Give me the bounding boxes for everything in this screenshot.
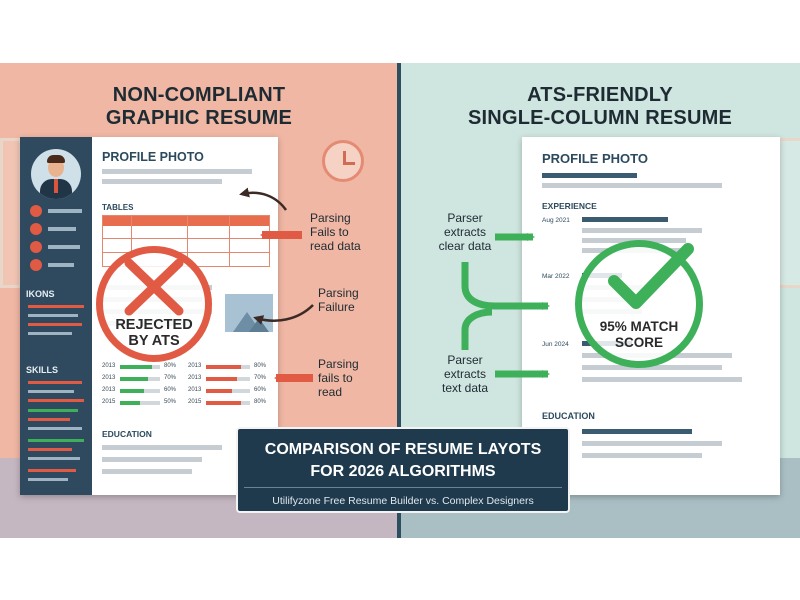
comparison-banner: COMPARISON OF RESUME LAYOTS FOR 2026 ALG… xyxy=(236,427,570,513)
contact-icon xyxy=(30,259,42,271)
skill-bar xyxy=(120,365,160,369)
left-title: NON-COMPLIANT GRAPHIC RESUME xyxy=(0,84,398,130)
skills-heading: SKILLS xyxy=(26,365,59,375)
experience-date: Jun 2024 xyxy=(542,341,569,348)
callout-line: Parser xyxy=(447,353,483,367)
match-line-2: SCORE xyxy=(614,335,663,350)
education-heading: EDUCATION xyxy=(542,411,595,421)
callout-line: Fails to xyxy=(310,225,349,239)
right-title-line-1: ATS-FRIENDLY xyxy=(527,84,673,106)
callout-line: text data xyxy=(441,381,489,395)
callout-image: Parsing Failure xyxy=(318,286,359,314)
left-title-line-2: GRAPHIC RESUME xyxy=(105,107,293,129)
callout-line: Parser xyxy=(447,211,483,225)
skill-year: 2013 xyxy=(102,387,116,393)
banner-title-line-2: FOR 2026 ALGORITHMS xyxy=(310,463,496,480)
match-label: 95% MATCH SCORE xyxy=(582,319,696,351)
rejected-line-1: REJECTED xyxy=(115,317,193,333)
avatar-icon xyxy=(31,149,81,199)
skill-bar xyxy=(206,401,250,405)
skill-pct: 60% xyxy=(254,387,267,393)
skill-bar xyxy=(120,401,160,405)
callout-line: clear data xyxy=(438,239,492,253)
contact-line xyxy=(48,263,74,267)
callout-parser-bottom: Parser extracts text data xyxy=(430,353,500,395)
callout-line: Parsing xyxy=(310,211,351,225)
skill-year: 2013 xyxy=(188,387,202,393)
tables-heading: TABLES xyxy=(102,203,134,212)
callout-line: extracts xyxy=(443,225,486,239)
contact-line xyxy=(48,209,82,213)
skill-pct: 80% xyxy=(164,363,177,369)
right-title-line-2: SINGLE-COLUMN RESUME xyxy=(468,107,732,129)
education-heading: EDUCATION xyxy=(102,429,152,439)
contact-icon xyxy=(30,205,42,217)
left-title-line-1: NON-COMPLIANT xyxy=(112,84,286,106)
skill-bar xyxy=(206,389,250,393)
skill-pct: 80% xyxy=(254,363,267,369)
arrow-icon xyxy=(461,262,550,310)
rejected-x-icon xyxy=(124,258,184,316)
right-title: ATS-FRIENDLY SINGLE-COLUMN RESUME xyxy=(400,84,800,130)
callout-line: Parsing xyxy=(318,357,359,371)
match-line-1: 95% MATCH xyxy=(599,319,679,334)
resume-sidebar: IKONS SKILLS xyxy=(20,137,92,495)
profile-photo-heading: PROFILE PHOTO xyxy=(542,151,648,166)
contact-line xyxy=(48,245,80,249)
checkmark-icon xyxy=(608,243,694,309)
callout-line: fails to xyxy=(318,371,353,385)
banner-title: COMPARISON OF RESUME LAYOTS FOR 2026 ALG… xyxy=(238,439,568,483)
skill-year: 2013 xyxy=(188,375,202,381)
banner-divider xyxy=(244,487,562,488)
callout-skills: Parsing fails to read xyxy=(318,357,359,399)
skill-bar xyxy=(206,377,250,381)
skill-pct: 60% xyxy=(164,387,177,393)
callout-line: read data xyxy=(310,239,361,253)
skill-pct: 80% xyxy=(254,399,267,405)
skill-bar xyxy=(120,389,160,393)
icons-heading: IKONS xyxy=(26,289,55,299)
callout-line: Failure xyxy=(318,300,355,314)
skill-year: 2015 xyxy=(188,399,202,405)
contact-icon xyxy=(30,223,42,235)
banner-subtitle: Utilifyzone Free Resume Builder vs. Comp… xyxy=(272,495,534,507)
skill-pct: 70% xyxy=(164,375,177,381)
callout-parser-top: Parser extracts clear data xyxy=(430,211,500,253)
rejected-line-2: BY ATS xyxy=(128,333,180,349)
skill-bar xyxy=(206,365,250,369)
callout-line: Parsing xyxy=(318,286,359,300)
skill-year: 2013 xyxy=(102,375,116,381)
profile-photo-heading: PROFILE PHOTO xyxy=(102,150,204,164)
experience-date: Aug 2021 xyxy=(542,217,570,224)
skill-pct: 70% xyxy=(254,375,267,381)
experience-heading: EXPERIENCE xyxy=(542,201,597,211)
skill-year: 2013 xyxy=(188,363,202,369)
rejected-stamp: REJECTED BY ATS xyxy=(96,246,212,362)
callout-line: read xyxy=(318,385,343,399)
skill-year: 2013 xyxy=(102,363,116,369)
match-score-stamp: 95% MATCH SCORE xyxy=(575,240,703,368)
callout-tables: Parsing Fails to read data xyxy=(310,211,361,253)
mountain-image-icon xyxy=(225,294,273,332)
clock-icon xyxy=(322,140,364,182)
banner-title-line-1: COMPARISON OF RESUME LAYOTS xyxy=(264,441,542,458)
skill-year: 2015 xyxy=(102,399,116,405)
arrow-icon xyxy=(253,304,314,325)
callout-line: extracts xyxy=(443,367,486,381)
panel-divider xyxy=(397,63,401,538)
skill-pct: 50% xyxy=(164,399,177,405)
arrow-icon xyxy=(461,308,493,350)
skill-bar xyxy=(120,377,160,381)
arrow-icon xyxy=(239,187,288,211)
rejected-label: REJECTED BY ATS xyxy=(103,317,205,349)
contact-line xyxy=(48,227,76,231)
experience-date: Mar 2022 xyxy=(542,273,570,280)
contact-icon xyxy=(30,241,42,253)
